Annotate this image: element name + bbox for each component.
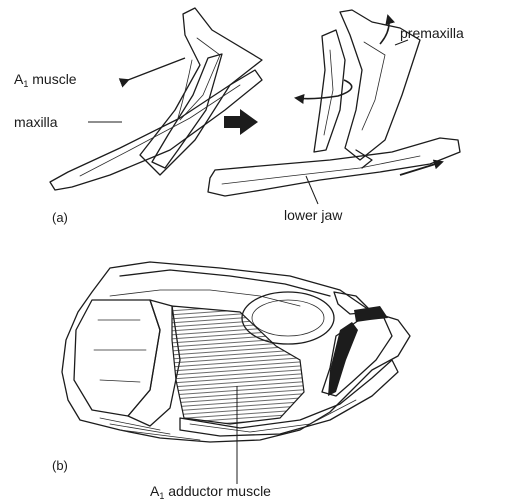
- adductor-muscle-block: [172, 306, 304, 424]
- closed-premaxilla: [140, 8, 262, 175]
- closed-maxilla: [152, 54, 222, 168]
- protruded-maxilla: [314, 30, 345, 152]
- protruded-lower-jaw: [208, 138, 460, 196]
- panel-a-closed-jaw: [50, 8, 262, 190]
- closed-lower-jaw-inner: [80, 85, 240, 176]
- protruded-premaxilla-inner: [362, 42, 385, 130]
- premaxilla-rotation-arrow: [380, 16, 389, 44]
- opercle-lines: [94, 320, 146, 382]
- adductor-words: adductor muscle: [164, 483, 271, 499]
- panel-a-label: (a): [52, 210, 68, 225]
- jaw-dark-band: [328, 322, 358, 396]
- maxilla-label: maxilla: [14, 114, 58, 130]
- eye-orbit-inner: [252, 300, 324, 336]
- a1-muscle-leader-arrow: [128, 58, 185, 80]
- closed-lower-jaw: [50, 70, 262, 190]
- panel-b-label: (b): [52, 458, 68, 473]
- lower-jaw-label: lower jaw: [284, 207, 343, 223]
- panel-b-fish-head: [62, 262, 410, 442]
- upper-lip: [354, 306, 388, 322]
- adductor-muscle-label: A1 adductor muscle: [150, 483, 271, 501]
- lower-jaw-protrusion-arrow: [400, 162, 442, 175]
- a1-muscle-label: A1 muscle: [14, 71, 77, 89]
- opercle: [74, 300, 160, 416]
- cranial-roof-inner: [110, 290, 300, 306]
- transition-arrow: [224, 109, 258, 135]
- a1-muscle-word: muscle: [28, 71, 76, 87]
- protruded-maxilla-inner: [324, 50, 333, 135]
- premaxilla-label: premaxilla: [400, 25, 464, 41]
